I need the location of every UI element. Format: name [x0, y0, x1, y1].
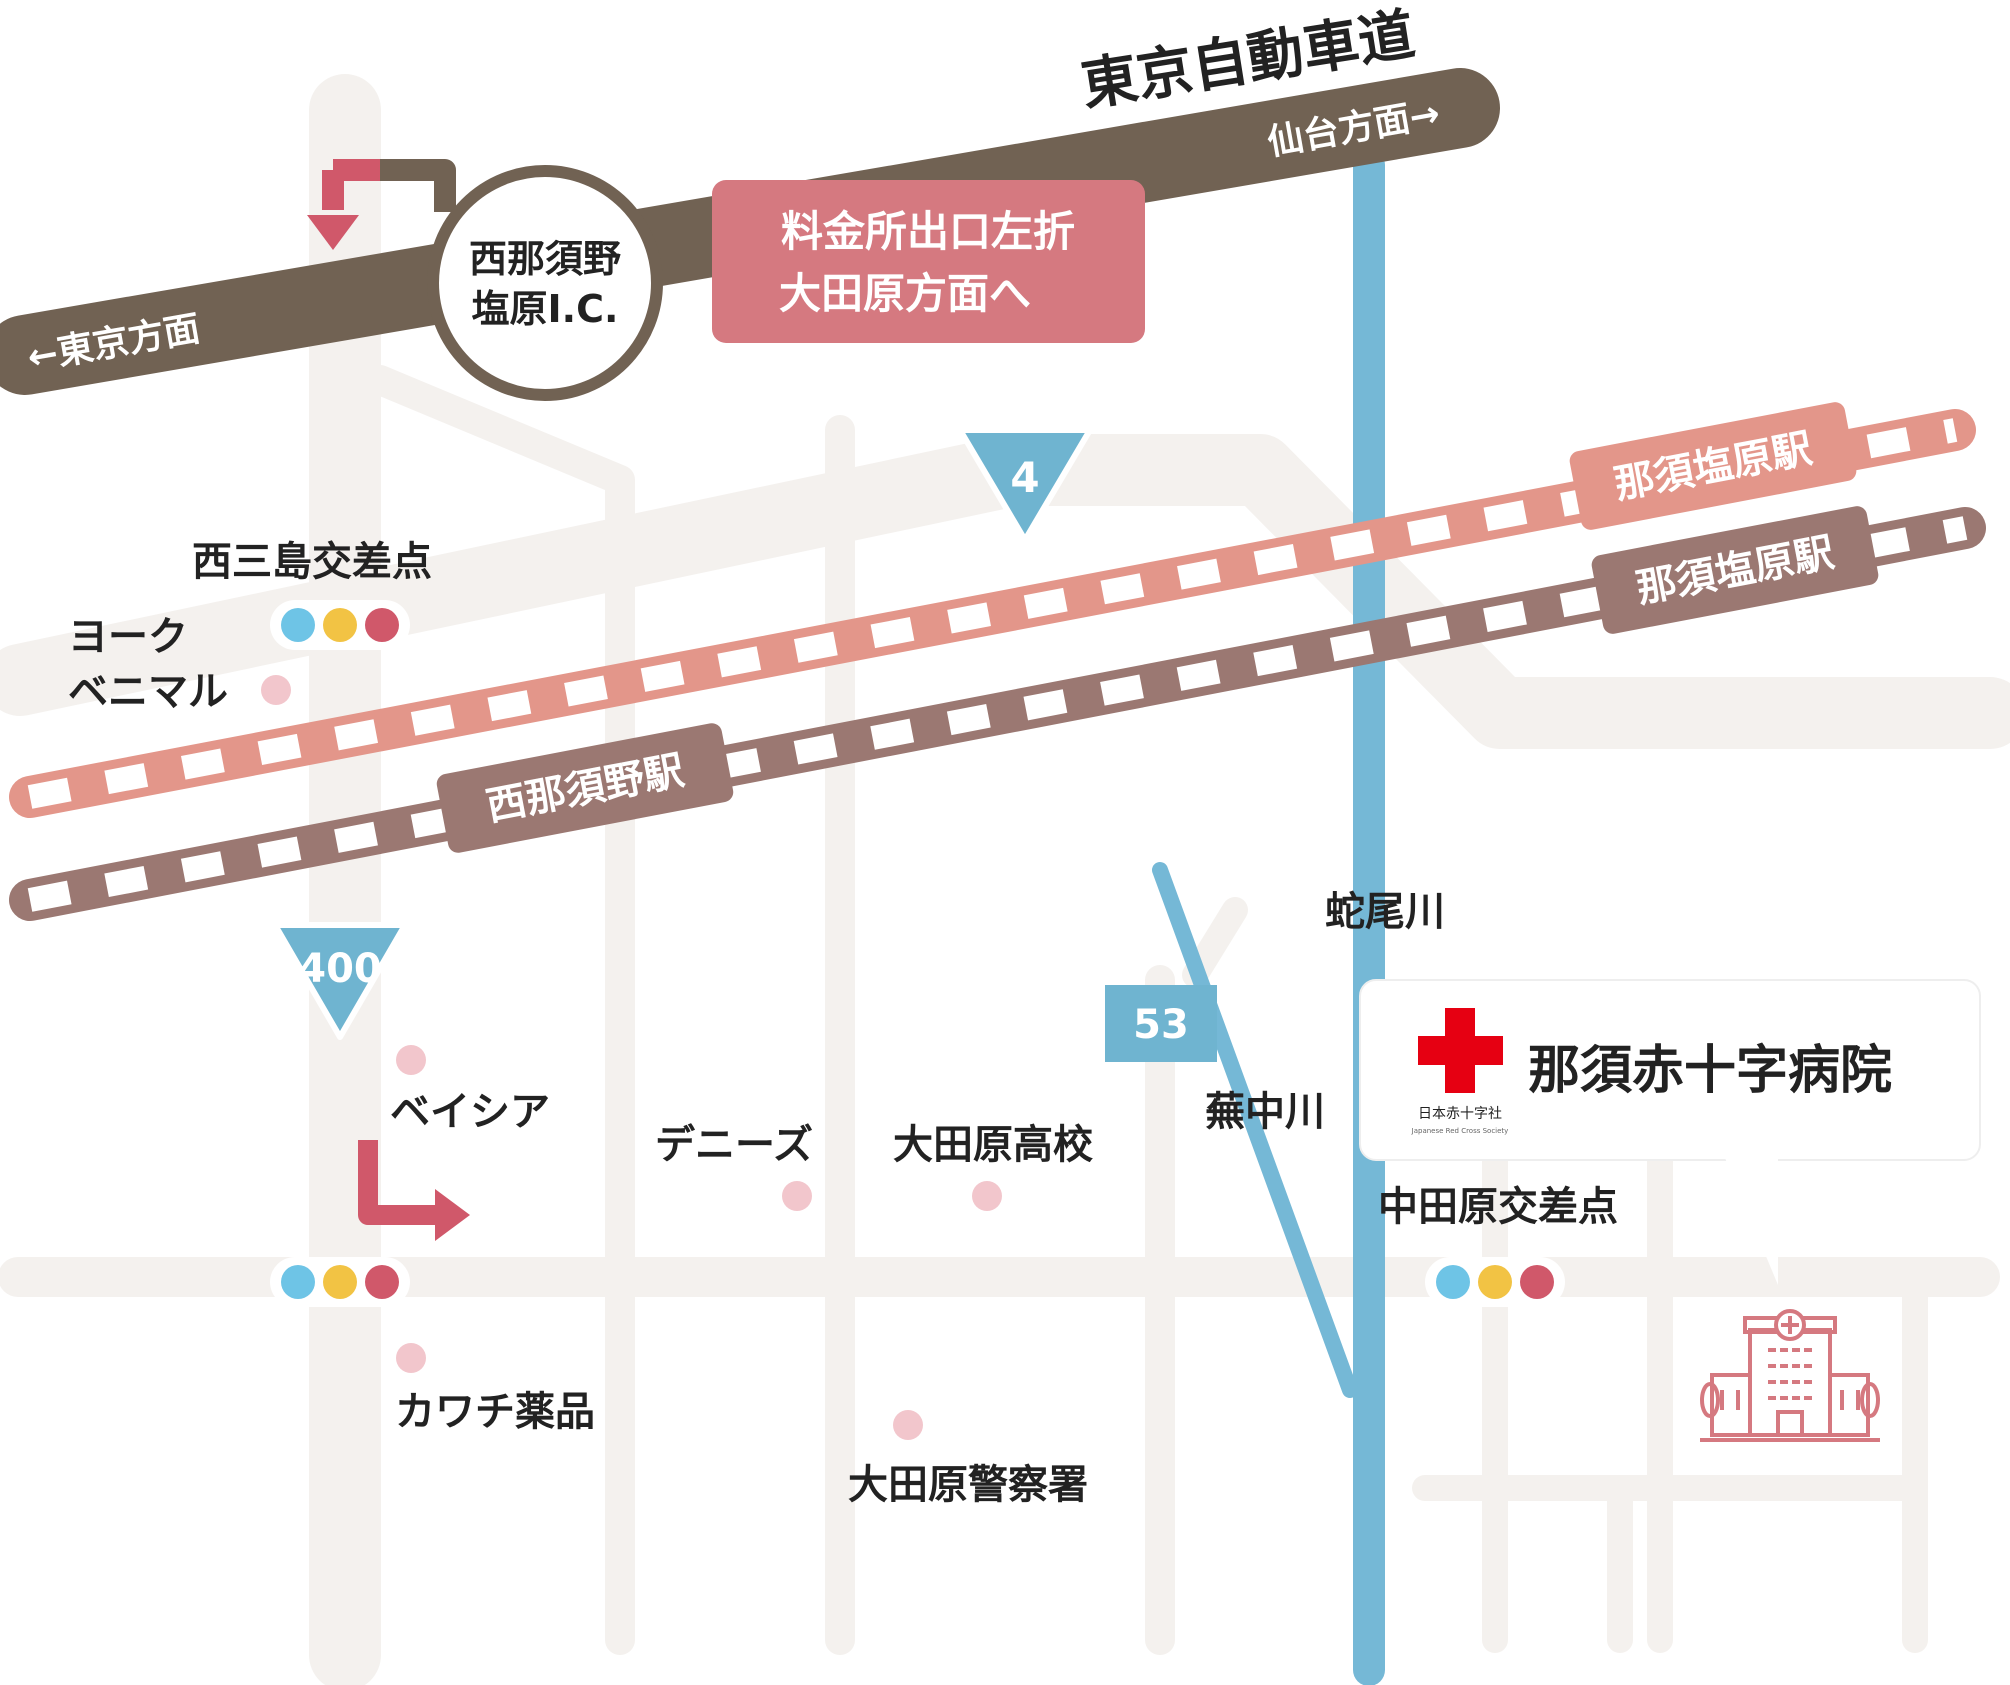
traffic-light-route400 — [270, 1257, 410, 1307]
dot-beisia — [396, 1045, 426, 1075]
label-police: 大田原警察署 — [848, 1462, 1088, 1508]
interchange-name-line1: 西那須野 — [469, 237, 621, 281]
route-sign-400: 400 — [272, 922, 408, 1040]
label-york-2: ベニマル — [68, 669, 228, 715]
label-kawachi: カワチ薬品 — [395, 1389, 595, 1435]
dot-york — [261, 675, 291, 705]
label-york-1: ヨーク — [68, 614, 188, 660]
label-nakatahara: 中田原交差点 — [1378, 1184, 1618, 1230]
label-beisia: ベイシア — [390, 1089, 550, 1135]
red-cross-icon — [1418, 1008, 1503, 1093]
station-upper-nasushiobara: 那須塩原駅 — [1569, 402, 1857, 530]
road-link-diagonal — [365, 365, 635, 1655]
route-sign-4: 4 — [957, 427, 1093, 543]
label-hebio-river: 蛇尾川 — [1325, 889, 1445, 935]
traffic-light-nishimishima — [270, 600, 410, 650]
redcross-logo-text: 日本赤十字社 — [1418, 1106, 1502, 1122]
dot-police — [893, 1410, 923, 1440]
dot-dennys — [782, 1181, 812, 1211]
station-lower-nasushiobara: 那須塩原駅 — [1591, 506, 1879, 634]
label-dennys: デニーズ — [655, 1122, 813, 1168]
turn-arrow — [358, 1140, 470, 1241]
route-number: 53 — [1133, 1002, 1189, 1048]
route-sign-53: 53 — [1105, 985, 1217, 1062]
label-sabunaka-river: 蕪中川 — [1205, 1089, 1325, 1135]
route-number: 400 — [298, 946, 382, 992]
exit-arrow — [307, 159, 456, 250]
road-east-lower — [1412, 1475, 1633, 1653]
label-nishimishima: 西三島交差点 — [192, 539, 432, 585]
hospital-callout: 日本赤十字社 Japanese Red Cross Society 那須赤十字病… — [1359, 979, 1981, 1285]
road-route4 — [0, 434, 2010, 749]
rivers — [1152, 149, 1385, 1685]
exit-note-line2: 大田原方面へ — [779, 269, 1031, 318]
label-ohtawara-high: 大田原高校 — [893, 1122, 1093, 1168]
station-nishinasuno: 西那須野駅 — [436, 723, 734, 853]
interchange-marker: 西那須野 塩原I.C. — [427, 165, 663, 401]
dot-ohtawara-high — [972, 1181, 1002, 1211]
redcross-logo-subtext: Japanese Red Cross Society — [1411, 1127, 1509, 1135]
route-number: 4 — [1010, 453, 1039, 502]
hospital-building-icon — [1700, 1309, 1880, 1442]
interchange-name-line2: 塩原I.C. — [472, 287, 619, 331]
exit-note-box: 料金所出口左折 大田原方面へ — [712, 180, 1145, 343]
river-sabunaka — [1152, 862, 1358, 1398]
dot-kawachi — [396, 1343, 426, 1373]
traffic-light-nakatahara — [1425, 1257, 1565, 1307]
hospital-name: 那須赤十字病院 — [1528, 1041, 1892, 1101]
exit-note-line1: 料金所出口左折 — [781, 207, 1075, 256]
landmark-dots — [261, 675, 1002, 1440]
